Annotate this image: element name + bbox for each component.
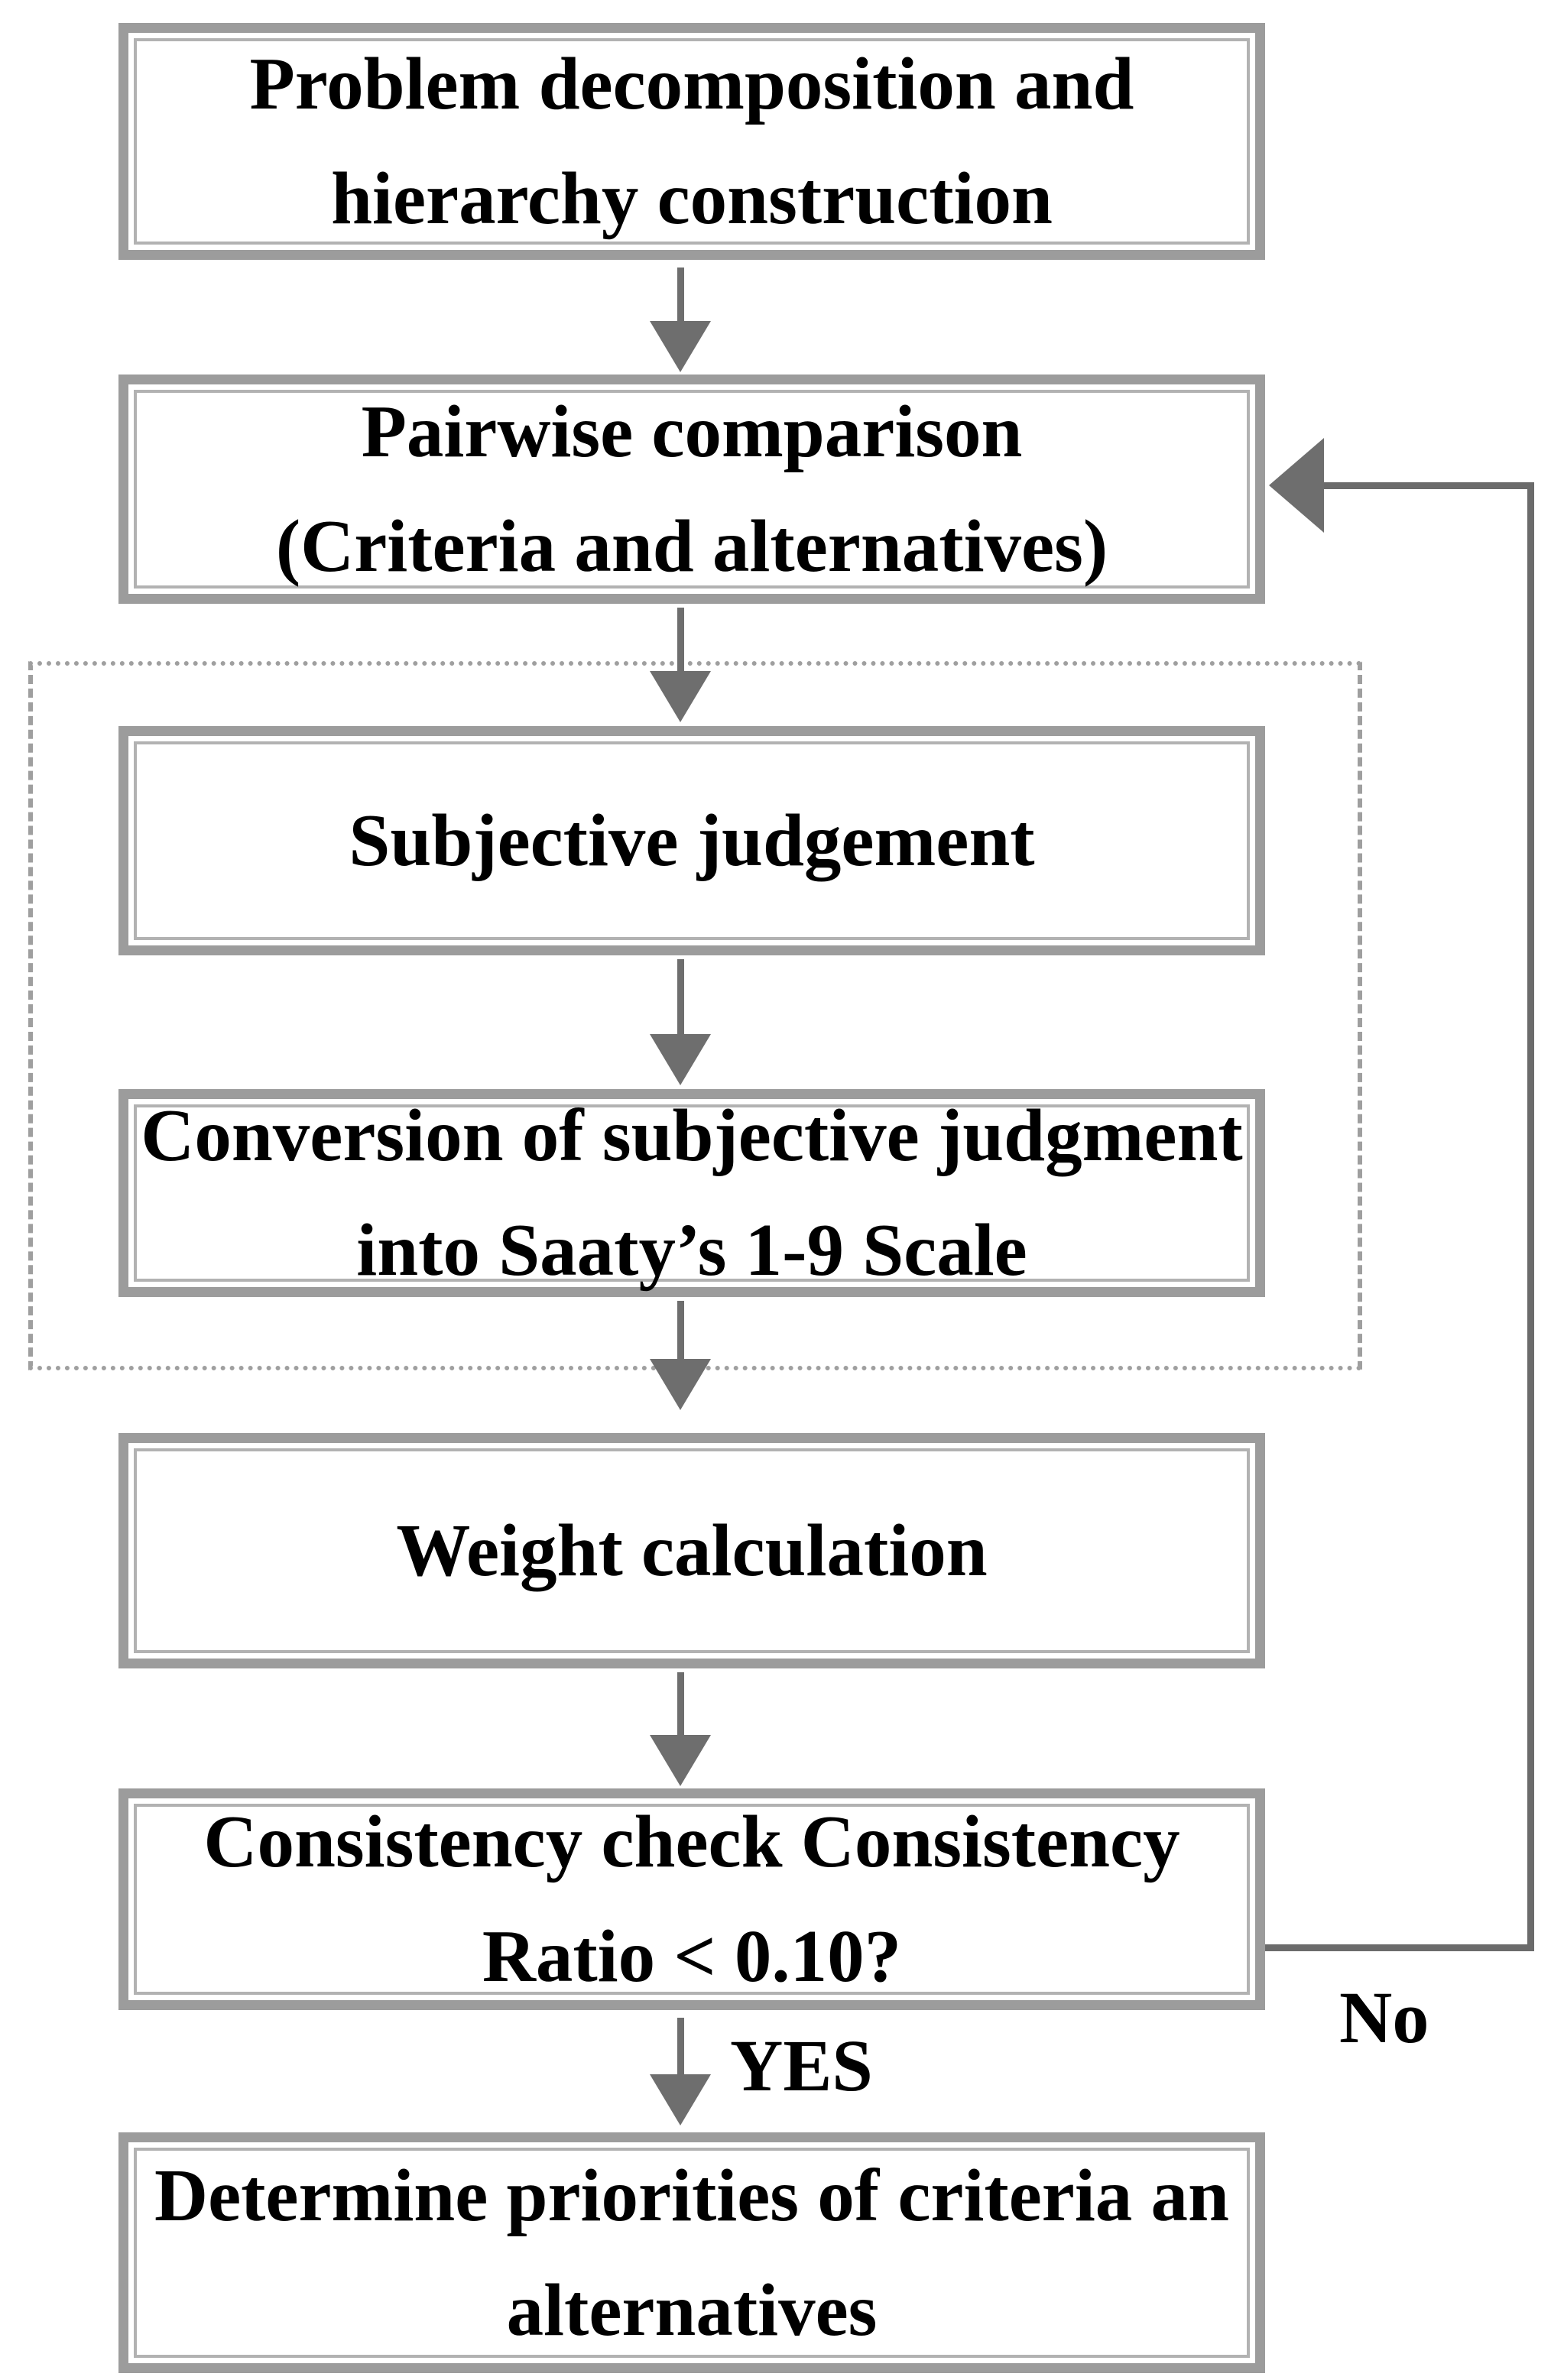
down-arrow-icon [650,321,711,372]
feedback-line-vertical [1527,482,1534,1951]
down-arrow-stem-4 [677,1301,684,1360]
node-label-line: (Criteria and alternatives) [275,505,1108,587]
node-label-line: into Saaty’s 1-9 Scale [356,1209,1027,1291]
node-label-line: Problem decomposition and [249,43,1134,125]
down-arrow-stem-5 [677,1672,684,1736]
yes-branch-label: YES [730,2025,873,2106]
node-label-line: Weight calculation [396,1509,988,1591]
node-label-line: Ratio < 0.10? [482,1915,902,1997]
node-label-line: alternatives [506,2268,878,2351]
node-label-line: Consistency check Consistency [203,1801,1180,1882]
down-arrow-stem-2 [677,608,684,673]
down-arrow-icon [650,1735,711,1786]
yes-down-arrow-icon [650,2074,711,2125]
flow-node-subjective-judgement: Subjective judgement [118,726,1265,955]
flow-node-conversion-saaty-scale: Conversion of subjective judgment into S… [118,1089,1265,1297]
down-arrow-icon [650,1359,711,1410]
node-label-line: Pairwise comparison [361,391,1023,472]
flow-node-determine-priorities: Determine priorities of criteria an alte… [118,2132,1265,2373]
feedback-line-top [1321,482,1534,489]
down-arrow-stem-3 [677,959,684,1036]
flow-node-weight-calculation: Weight calculation [118,1433,1265,1668]
node-label-line: hierarchy construction [331,157,1053,239]
flow-node-consistency-check: Consistency check Consistency Ratio < 0.… [118,1788,1265,2010]
left-arrow-icon [1269,438,1324,533]
flow-node-problem-decomposition: Problem decomposition and hierarchy cons… [118,23,1265,260]
down-arrow-icon [650,671,711,722]
node-label-line: Subjective judgement [349,799,1035,881]
node-label-line: Conversion of subjective judgment [141,1094,1243,1176]
yes-arrow-stem [677,2018,684,2076]
node-label-line: Determine priorities of criteria an [154,2154,1229,2236]
feedback-line-bottom [1265,1944,1534,1951]
no-branch-label: No [1339,1976,1429,2058]
down-arrow-stem-1 [677,268,684,323]
down-arrow-icon [650,1034,711,1085]
flow-node-pairwise-comparison: Pairwise comparison (Criteria and altern… [118,375,1265,604]
